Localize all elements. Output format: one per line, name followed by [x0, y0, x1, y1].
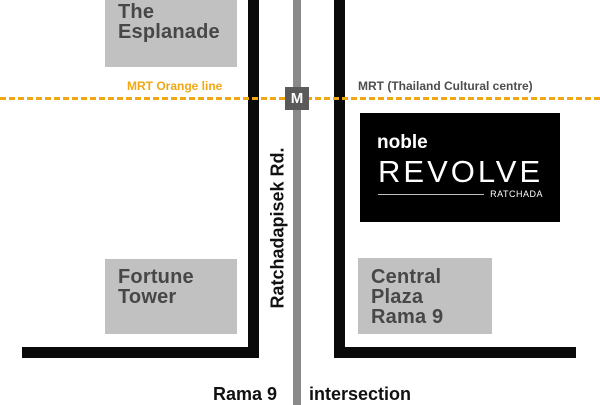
road-left-horizontal [22, 347, 259, 358]
mrt-station-label: MRT (Thailand Cultural centre) [358, 79, 533, 93]
logo-divider [378, 194, 543, 195]
road-center-divider [293, 0, 301, 405]
road-right-vertical [334, 0, 345, 358]
road-name-ratchadapisek: Ratchadapisek Rd. [267, 147, 288, 309]
noble-revolve-logo: noble REVOLVE RATCHADA [360, 113, 560, 222]
logo-brand: noble [377, 132, 428, 153]
mrt-station-icon: M [285, 87, 309, 110]
intersection-label-left: Rama 9 [213, 384, 278, 404]
central-plaza-label: Central Plaza Rama 9 [371, 266, 444, 328]
esplanade-label: The Esplanade [118, 1, 220, 43]
esplanade-building [105, 0, 237, 67]
mrt-line-label: MRT Orange line [127, 79, 223, 93]
logo-project-name: REVOLVE [378, 154, 544, 189]
fortune-tower-building [105, 259, 237, 334]
road-right-horizontal [334, 347, 576, 358]
logo-location: RATCHADA [484, 189, 543, 199]
central-plaza-building [358, 258, 492, 334]
fortune-tower-label: Fortune Tower [118, 266, 194, 308]
intersection-label-right: intersection [309, 384, 412, 404]
road-left-vertical [248, 0, 259, 358]
